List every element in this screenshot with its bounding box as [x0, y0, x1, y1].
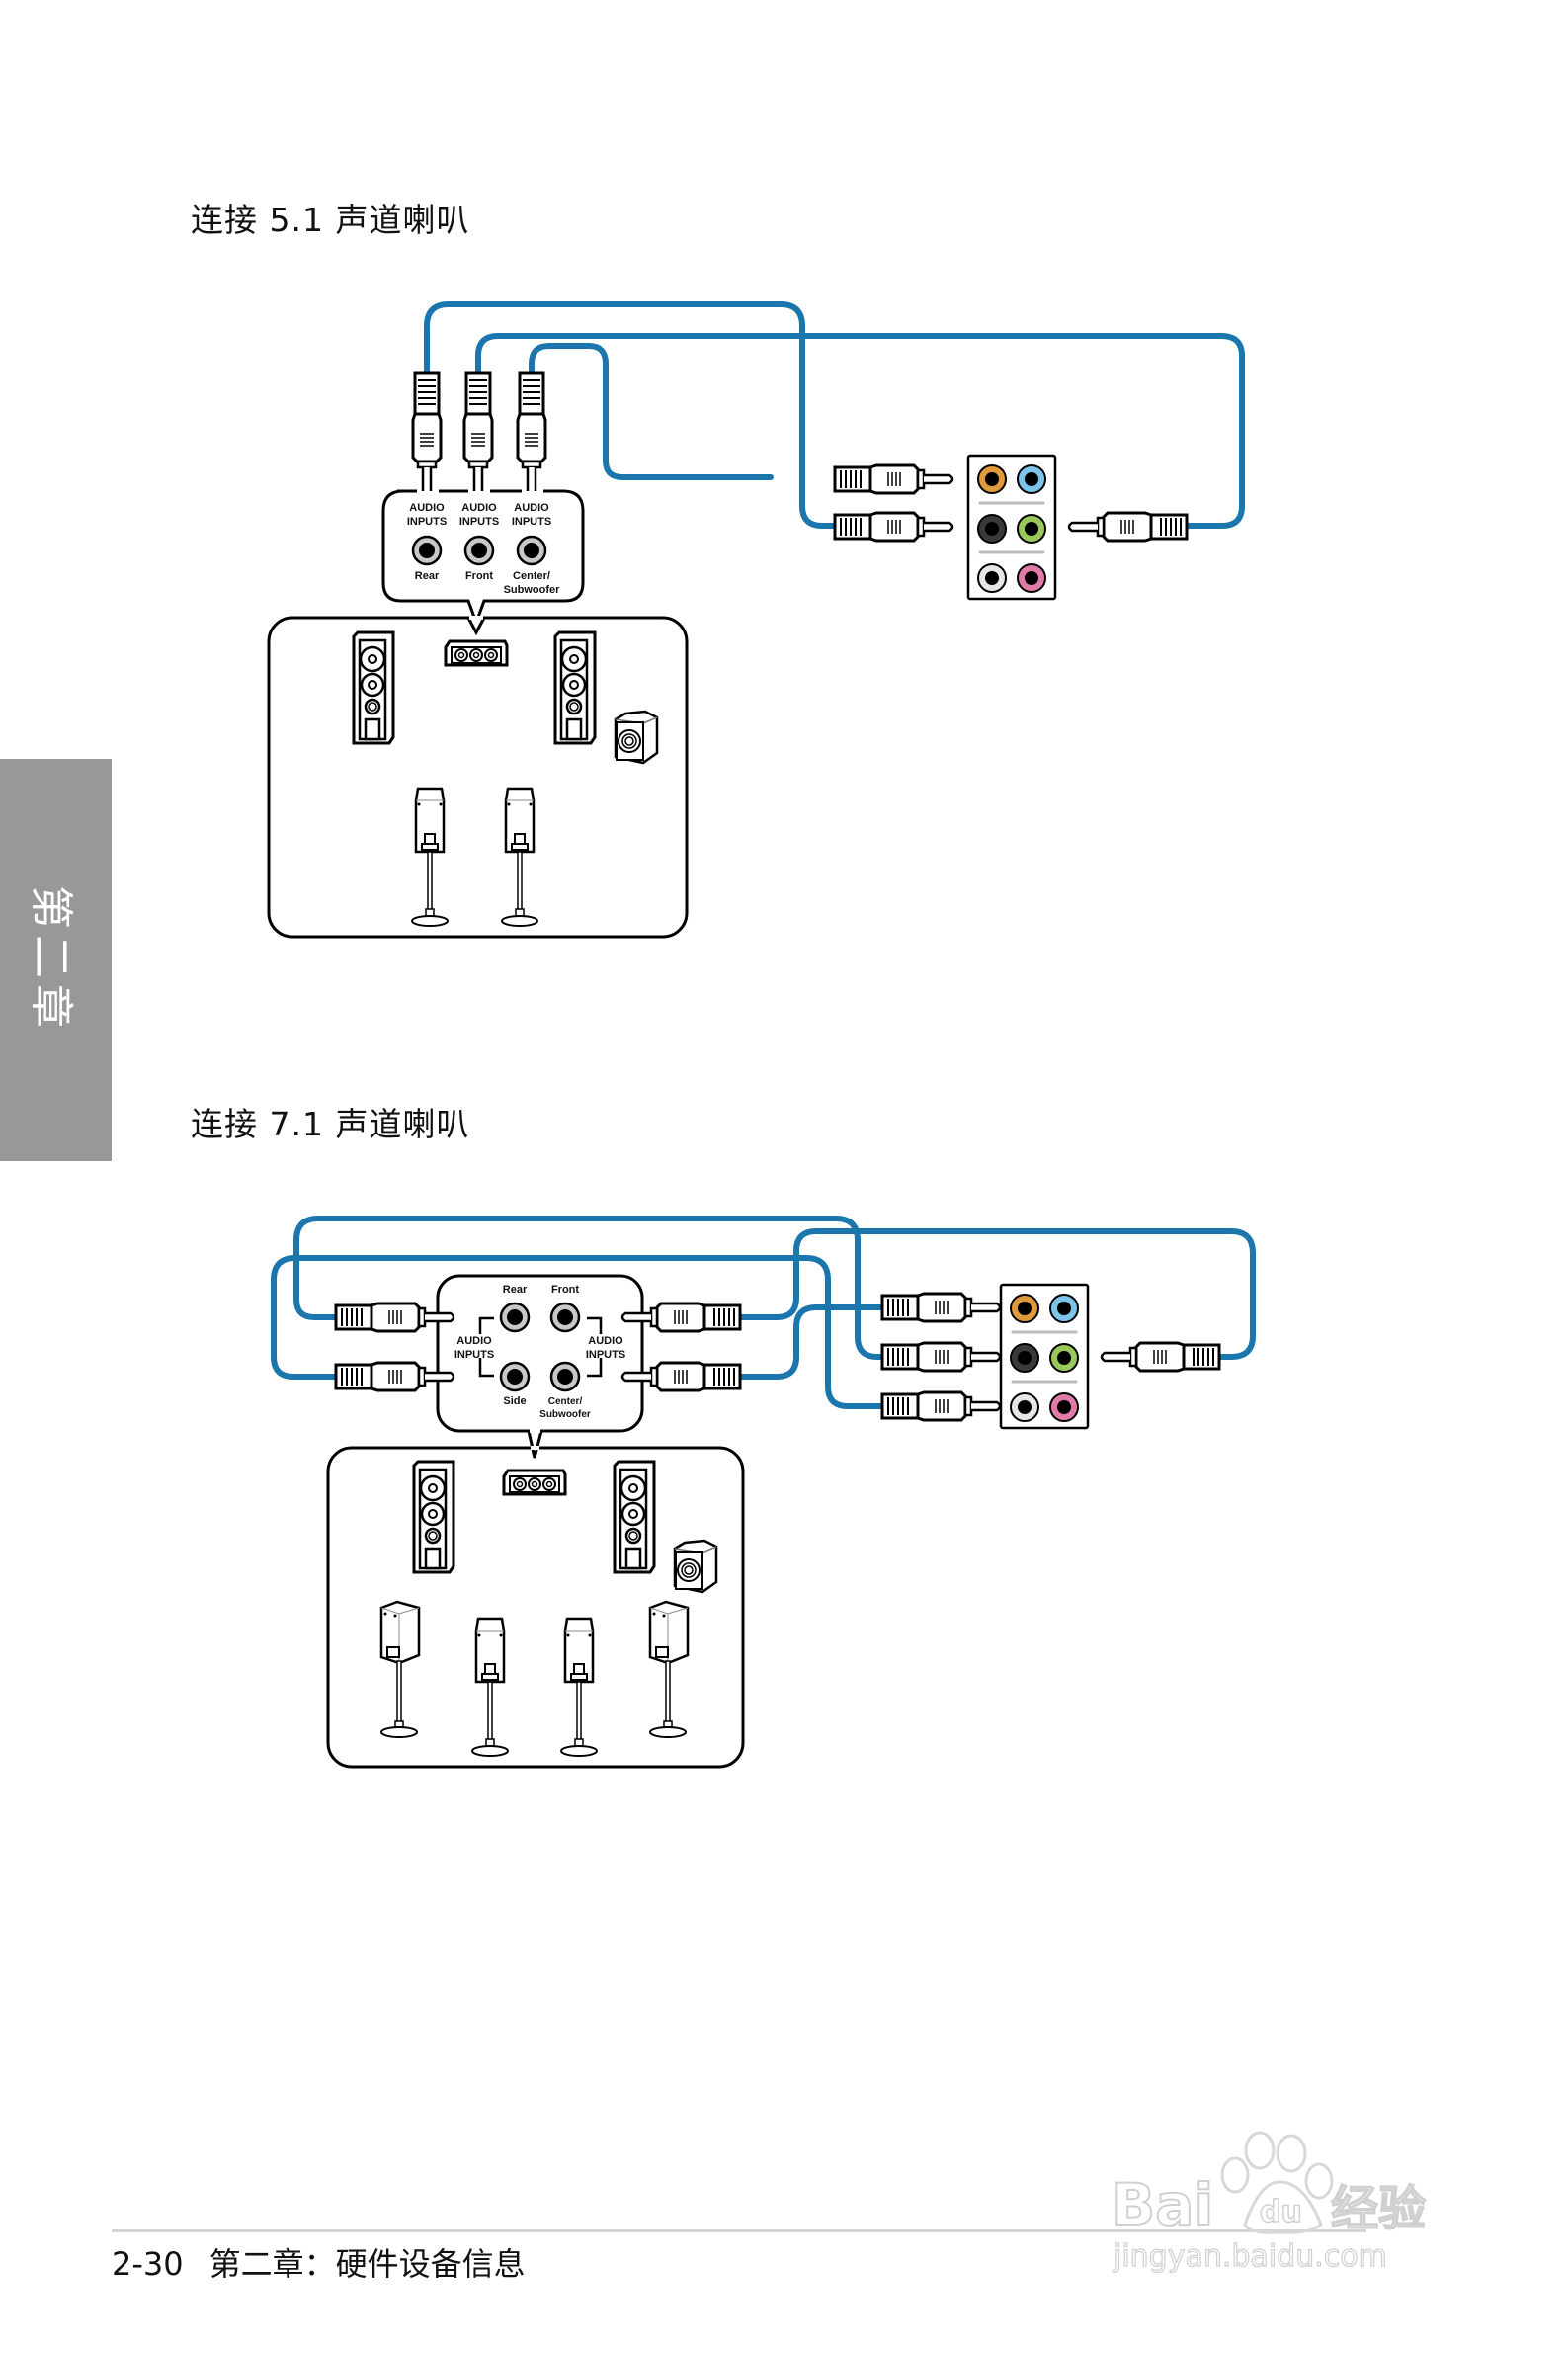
jack-side-label: Side: [503, 1395, 526, 1407]
jack-center-label-audio: AUDIO: [514, 502, 549, 514]
plug-rear-5-1: [411, 371, 443, 498]
jack-center-5-1: AUDIO INPUTS Center/ Subwoofer: [504, 502, 561, 596]
jack-front-5-1: AUDIO INPUTS Front: [459, 502, 499, 582]
plug-io-green-7-1: [1102, 1343, 1219, 1371]
speaker-subwoofer-5-1: [614, 710, 659, 765]
jack-rear-label-inputs: INPUTS: [407, 516, 447, 528]
jack-front-label-inputs: INPUTS: [459, 516, 499, 528]
cables-5-1: [424, 301, 1245, 529]
jack-center-label-2: Subwoofer: [539, 1409, 591, 1420]
diagram-5-1: AUDIO INPUTS Rear AUDIO INPUTS Front AUD…: [267, 301, 1245, 939]
svg-text:经验: 经验: [1331, 2181, 1426, 2236]
page-footer: 2-30 第二章：硬件设备信息: [112, 2239, 526, 2285]
left-group-label-1: AUDIO: [456, 1335, 492, 1347]
left-group-label-2: INPUTS: [454, 1349, 494, 1361]
speaker-front-right-7-1: [613, 1460, 656, 1574]
plug-front-5-1: [462, 371, 494, 498]
speaker-subwoofer-7-1: [673, 1539, 718, 1594]
cable-rear-7-1: [293, 1216, 897, 1360]
io-panel-7-1: [999, 1283, 1090, 1430]
speaker-front-left-5-1: [352, 630, 395, 745]
plug-io-black-7-1: [880, 1341, 1002, 1373]
cable-side-7-1: [271, 1255, 897, 1409]
jack-rear-5-1: AUDIO INPUTS Rear: [407, 502, 447, 582]
speaker-center-5-1: [444, 639, 509, 667]
cable-center-5-1: [529, 343, 774, 480]
cable-rear-5-1: [424, 301, 836, 529]
speaker-front-left-7-1: [412, 1460, 455, 1574]
plug-io-black-5-1: [833, 511, 954, 543]
cable-front-5-1: [475, 333, 1245, 529]
cable-front-7-1: [735, 1228, 1256, 1360]
page-number: 2-30: [112, 2245, 184, 2283]
io-panel-5-1: [966, 454, 1057, 601]
jack-center-name-2: Subwoofer: [504, 584, 561, 596]
jack-rear-label: Rear: [503, 1284, 528, 1296]
jacks-7-1: Rear Front Side Center/ Subwoofer AUDIO …: [454, 1284, 625, 1420]
jack-front-label: Front: [551, 1284, 579, 1296]
cables-7-1: [271, 1216, 1256, 1409]
plug-rear-7-1: [334, 1302, 455, 1333]
plug-io-green-5-1: [1069, 513, 1187, 541]
jack-front-name: Front: [465, 570, 493, 582]
watermark-url: jingyan.baidu.com: [1113, 2239, 1387, 2274]
jack-rear-name: Rear: [415, 570, 440, 582]
watermark-brand: Bai: [1112, 2171, 1213, 2238]
diagram-7-1: Rear Front Side Center/ Subwoofer AUDIO …: [271, 1216, 1256, 1769]
chapter-title: 第二章：硬件设备信息: [208, 2245, 526, 2283]
right-group-label-1: AUDIO: [588, 1335, 623, 1347]
svg-text:du: du: [1260, 2195, 1302, 2229]
chapter-side-tab: 第二章: [0, 759, 112, 1161]
jack-center-name: Center/: [513, 570, 550, 582]
heading-7-1-speakers: 连接 7.1 声道喇叭: [191, 1105, 470, 1143]
right-group-label-2: INPUTS: [586, 1349, 625, 1361]
jack-rear-label-audio: AUDIO: [409, 502, 445, 514]
plug-side-7-1: [334, 1361, 455, 1392]
plug-io-orange-5-1: [833, 463, 954, 495]
footer-divider: [112, 2229, 1366, 2232]
plug-io-orange-7-1: [880, 1292, 1002, 1323]
plug-center-5-1: [516, 371, 547, 498]
jack-center-label-inputs: INPUTS: [512, 516, 551, 528]
jack-front-label-audio: AUDIO: [461, 502, 497, 514]
speaker-front-right-5-1: [553, 630, 597, 745]
speaker-center-7-1: [502, 1469, 567, 1496]
cable-center-7-1: [735, 1304, 897, 1380]
plug-io-white-7-1: [880, 1390, 1002, 1422]
heading-5-1-speakers: 连接 5.1 声道喇叭: [191, 201, 470, 239]
baidu-watermark: Bai du 经验 jingyan.baidu.com: [1112, 2131, 1427, 2275]
paw-icon-toe-1: [1244, 2131, 1276, 2170]
jack-center-label-1: Center/: [548, 1396, 583, 1407]
